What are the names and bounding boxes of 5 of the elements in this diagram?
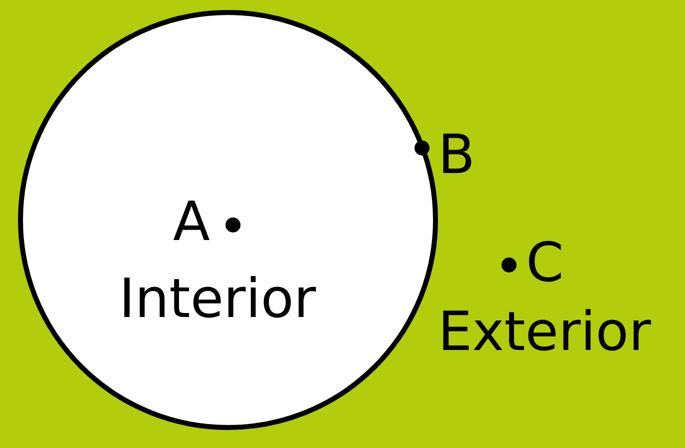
point-label: B — [438, 128, 476, 182]
region-label: Exterior — [438, 305, 651, 359]
point-label: A — [173, 195, 210, 249]
point-label: C — [526, 236, 564, 290]
region-label: Interior — [119, 272, 316, 326]
